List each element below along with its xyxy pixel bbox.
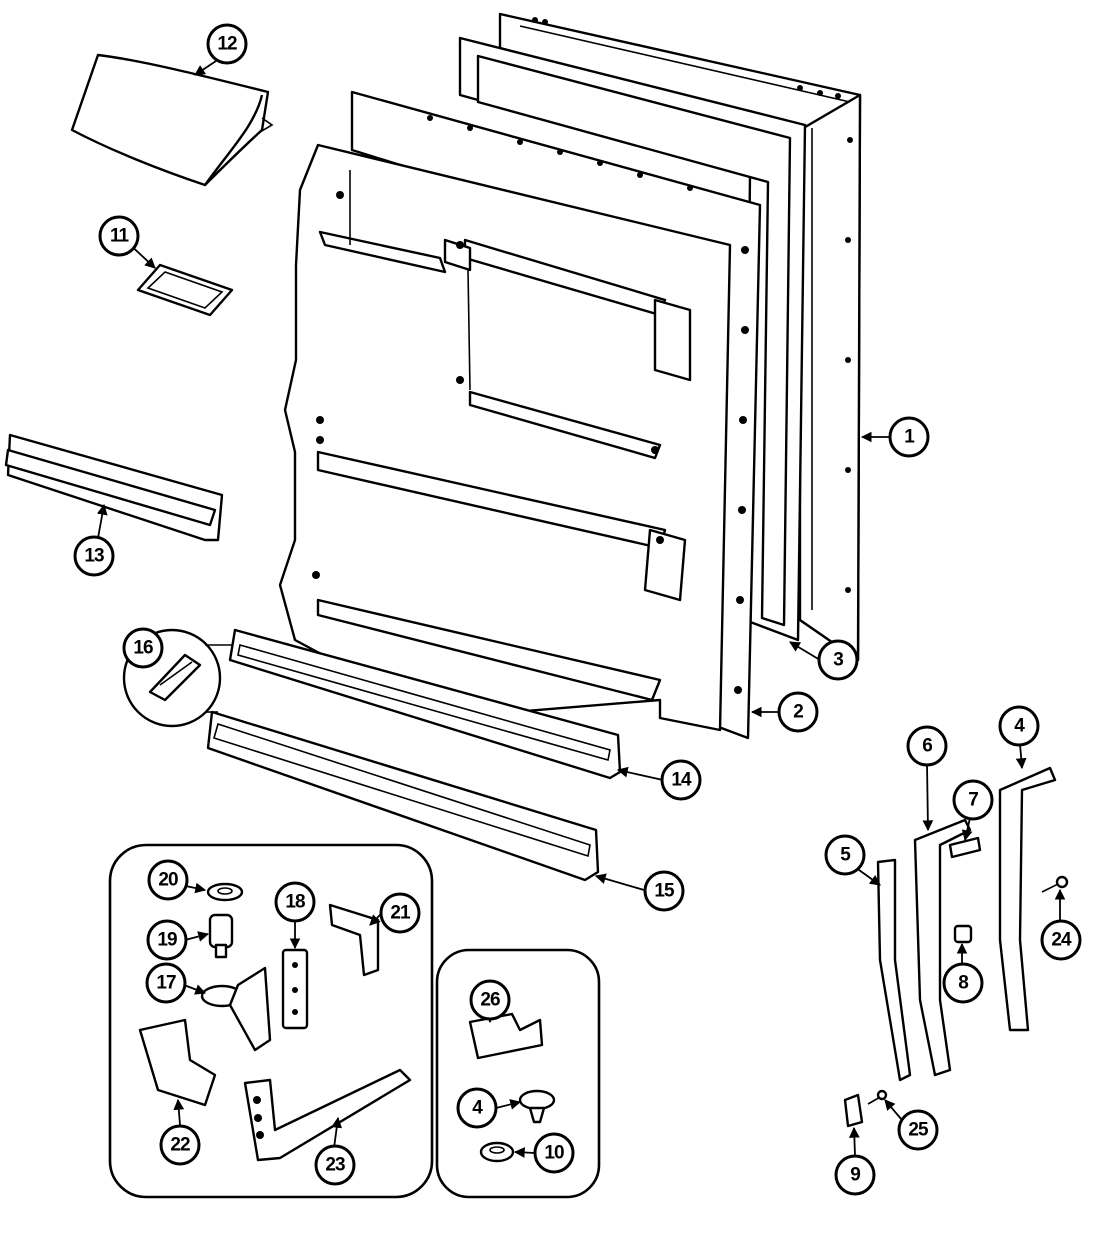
svg-text:26: 26: [480, 990, 500, 1011]
plug-4: [518, 1089, 556, 1124]
butter-tray: [136, 263, 234, 317]
door-rail-14: [228, 628, 622, 780]
svg-text:25: 25: [908, 1120, 929, 1141]
spacer-18: [281, 948, 309, 1030]
svg-text:16: 16: [133, 638, 153, 659]
callout-21: 21: [379, 892, 421, 934]
callout-17: 17: [145, 962, 187, 1004]
callout-18: 18: [274, 881, 316, 923]
shelf-rail-13: [4, 433, 224, 542]
svg-text:19: 19: [157, 930, 177, 951]
stud-19: [208, 913, 234, 959]
svg-text:22: 22: [170, 1135, 190, 1156]
callout-4-plug: 4: [456, 1087, 498, 1129]
svg-text:7: 7: [968, 790, 978, 811]
washer-20: [206, 882, 244, 902]
svg-text:21: 21: [390, 903, 411, 924]
svg-text:2: 2: [793, 702, 803, 723]
callout-14: 14: [660, 759, 702, 801]
svg-text:17: 17: [156, 973, 176, 994]
callout-11: 11: [98, 215, 140, 257]
svg-text:18: 18: [285, 892, 305, 913]
svg-text:24: 24: [1051, 930, 1072, 951]
svg-text:10: 10: [544, 1143, 564, 1164]
hardware-kit-box-right: [435, 948, 601, 1199]
hardware-kit-box-left: [108, 843, 434, 1199]
callout-20: 20: [147, 859, 189, 901]
dairy-door: [70, 53, 274, 187]
callout-23: 23: [314, 1144, 356, 1186]
callout-24: 24: [1040, 919, 1082, 961]
spacer-8: [953, 924, 973, 944]
bushing-17: [200, 966, 272, 1052]
hinge-cover-22: [138, 1018, 217, 1107]
svg-text:3: 3: [833, 650, 843, 671]
svg-text:23: 23: [325, 1155, 345, 1176]
bracket-7: [948, 836, 982, 859]
bracket-21: [328, 903, 380, 977]
callout-1: 1: [888, 416, 930, 458]
callout-10: 10: [533, 1132, 575, 1174]
callout-5: 5: [824, 834, 866, 876]
svg-text:15: 15: [654, 881, 675, 902]
hinge-4: [998, 766, 1057, 1032]
hinge-5: [876, 858, 912, 1082]
plug-10: [479, 1141, 515, 1163]
cap-9: [843, 1093, 864, 1128]
callout-2: 2: [777, 691, 819, 733]
screw-24: [1041, 875, 1069, 893]
callout-3: 3: [817, 639, 859, 681]
hinge-6: [913, 818, 972, 1077]
callout-19: 19: [146, 919, 188, 961]
svg-text:4: 4: [472, 1098, 483, 1119]
callout-25: 25: [897, 1109, 939, 1151]
svg-text:5: 5: [840, 845, 851, 866]
svg-text:11: 11: [110, 226, 130, 247]
callout-6: 6: [906, 725, 948, 767]
svg-text:14: 14: [671, 770, 692, 791]
callout-26: 26: [469, 979, 511, 1021]
callout-16: 16: [122, 627, 164, 669]
svg-text:13: 13: [84, 546, 104, 567]
callout-15: 15: [643, 870, 685, 912]
callout-22: 22: [159, 1124, 201, 1166]
svg-text:20: 20: [158, 870, 178, 891]
svg-text:8: 8: [958, 973, 968, 994]
callout-9: 9: [834, 1154, 876, 1196]
svg-text:4: 4: [1014, 716, 1025, 737]
callout-8: 8: [942, 962, 984, 1004]
door-liner: [278, 90, 762, 740]
screw-25: [867, 1089, 888, 1105]
svg-text:12: 12: [217, 34, 237, 55]
callout-13: 13: [73, 535, 115, 577]
bracket-23: [243, 1068, 412, 1162]
svg-text:6: 6: [922, 736, 932, 757]
callout-12: 12: [206, 23, 248, 65]
svg-text:1: 1: [904, 427, 915, 448]
svg-text:9: 9: [850, 1165, 860, 1186]
bracket-26: [468, 1012, 544, 1060]
door-rail-15: [206, 710, 600, 882]
callout-4-hinge: 4: [998, 705, 1040, 747]
callout-7: 7: [952, 779, 994, 821]
